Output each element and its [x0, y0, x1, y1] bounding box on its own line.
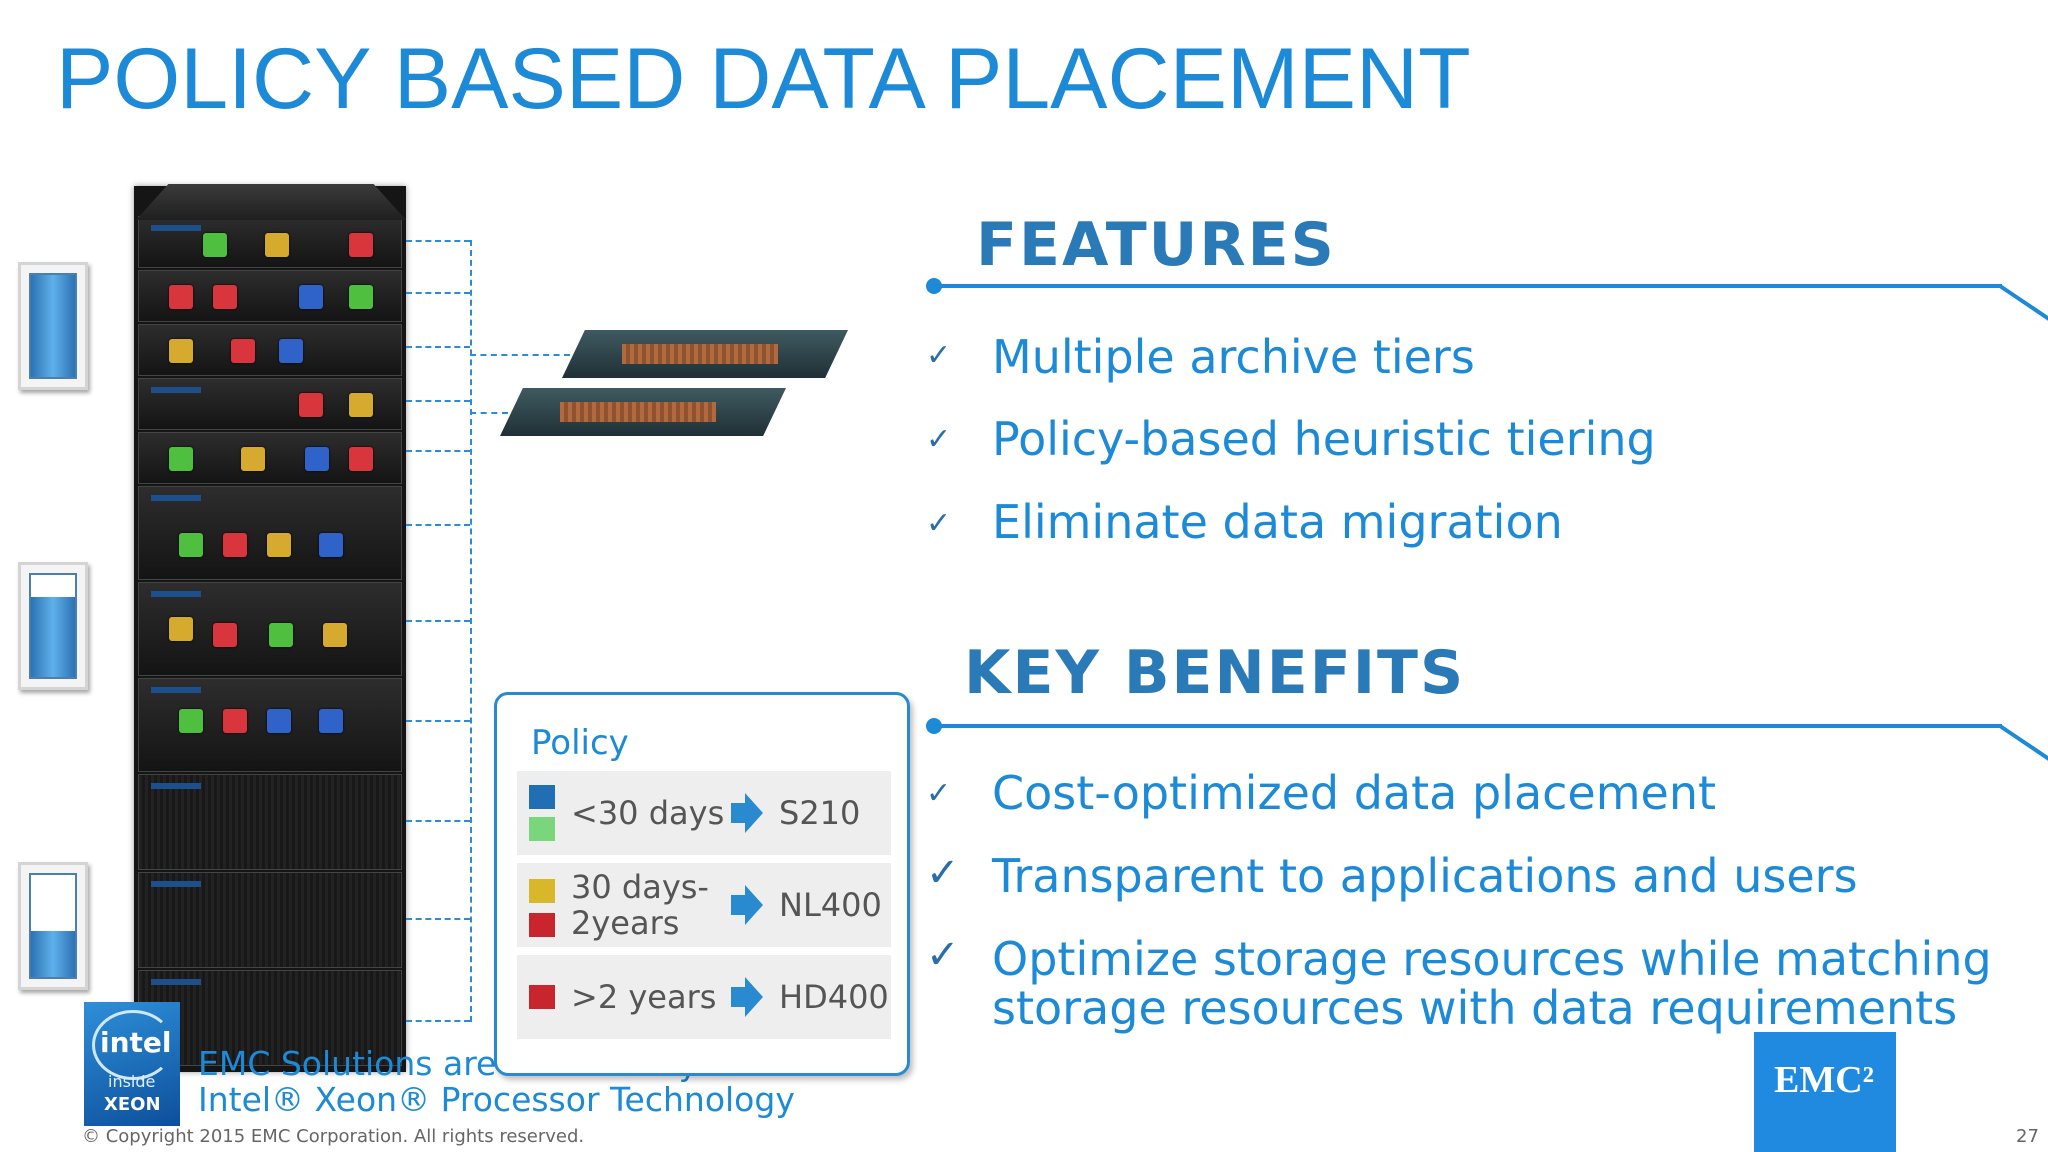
policy-row: >2 years HD400 [517, 955, 891, 1039]
connector-line [470, 240, 472, 1022]
check-icon: ✓ [926, 506, 952, 541]
features-rule [934, 284, 2002, 288]
rack-node [138, 324, 402, 376]
benefits-heading: KEY BENEFITS [964, 638, 1466, 708]
emc-logo-text: EMC² [1774, 1059, 1875, 1101]
server-unit [500, 388, 786, 436]
arrow-right-icon [731, 793, 763, 833]
page-number: 27 [2016, 1126, 2039, 1147]
feature-item: Eliminate data migration [992, 495, 1563, 549]
policy-age: 30 days- [571, 868, 709, 906]
capacity-gauge-partial [18, 562, 88, 690]
feature-item: Policy-based heuristic tiering [992, 412, 1656, 466]
benefit-item: Cost-optimized data placement [992, 766, 1717, 820]
benefit-item-continued: storage resources with data requirements [992, 981, 1958, 1035]
server-unit [562, 330, 848, 378]
policy-target: HD400 [779, 978, 889, 1016]
check-icon: ✓ [926, 932, 960, 978]
policy-panel: Policy <30 days S210 30 days- 2years NL4… [494, 692, 910, 1076]
storage-rack [134, 186, 406, 1072]
slide-title: POLICY BASED DATA PLACEMENT [56, 31, 1471, 127]
rack-node [138, 582, 402, 676]
policy-age: <30 days [571, 794, 725, 832]
rack-node [138, 432, 402, 484]
capacity-gauge-low [18, 862, 88, 990]
rack-node [138, 774, 402, 870]
benefits-rule [934, 724, 2002, 728]
check-icon: ✓ [926, 338, 952, 373]
feature-item: Multiple archive tiers [992, 330, 1475, 384]
policy-target: NL400 [779, 886, 882, 924]
policy-title: Policy [531, 723, 629, 763]
policy-row: 30 days- 2years NL400 [517, 863, 891, 947]
arrow-right-icon [731, 885, 763, 925]
rack-node [138, 486, 402, 580]
rack-node [138, 678, 402, 772]
copyright-text: © Copyright 2015 EMC Corporation. All ri… [82, 1126, 585, 1147]
rack-node [138, 970, 402, 1066]
policy-age-line2: 2years [571, 904, 680, 942]
connector-to-server [470, 412, 508, 414]
check-icon: ✓ [926, 776, 952, 811]
rack-node [138, 216, 402, 268]
rack-top [136, 184, 406, 220]
rack-node [138, 270, 402, 322]
policy-target: S210 [779, 794, 861, 832]
check-icon: ✓ [926, 422, 952, 457]
connector-to-server [470, 354, 570, 356]
benefit-item: Optimize storage resources while matchin… [992, 932, 1992, 986]
rack-node [138, 872, 402, 968]
intel-tagline-2: Intel® Xeon® Processor Technology [198, 1080, 795, 1119]
check-icon: ✓ [926, 850, 960, 896]
policy-age: >2 years [571, 978, 717, 1016]
rack-node [138, 378, 402, 430]
policy-row: <30 days S210 [517, 771, 891, 855]
arrow-right-icon [731, 977, 763, 1017]
features-heading: FEATURES [976, 210, 1336, 280]
benefit-item: Transparent to applications and users [992, 849, 1858, 903]
capacity-gauge-full [18, 262, 88, 390]
emc-logo [1754, 1032, 1896, 1152]
